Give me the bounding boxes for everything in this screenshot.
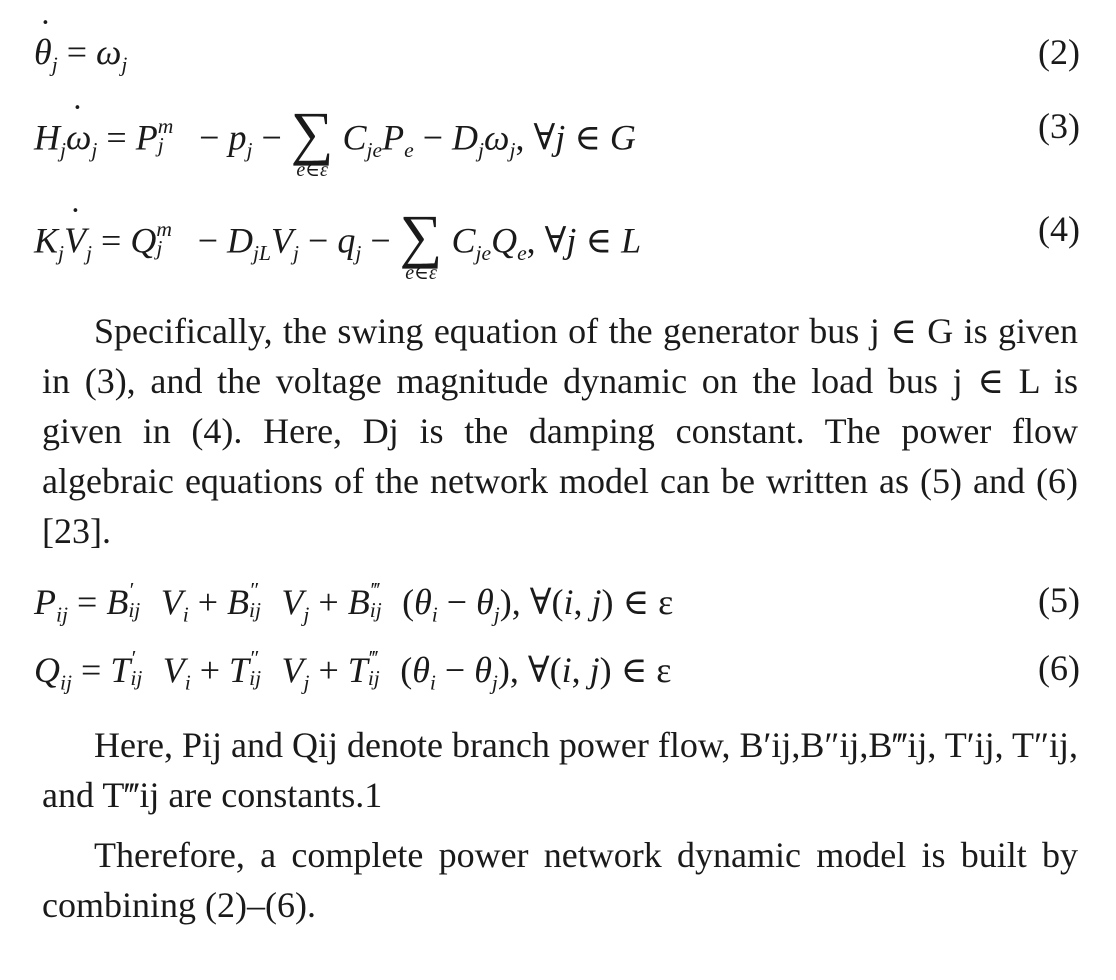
equation-number: (5) [1038, 580, 1080, 620]
paragraph-2: Here, Pij and Qij denote branch power fl… [42, 725, 1078, 815]
equation-3-body: Hjωj = Pmj − pj − ∑e∈ε CjePe − Djωj, ∀j … [34, 95, 636, 180]
equation-4: KjVj = Qmj − DjLVj − qj − ∑e∈ε CjeQe, ∀j… [34, 198, 1080, 287]
paragraph-1: Specifically, the swing equation of the … [42, 311, 1078, 551]
equation-4-body: KjVj = Qmj − DjLVj − qj − ∑e∈ε CjeQe, ∀j… [34, 198, 641, 283]
equation-3: Hjωj = Pmj − pj − ∑e∈ε CjePe − Djωj, ∀j … [34, 95, 1080, 184]
equation-number: (3) [1038, 106, 1080, 146]
summation: ∑e∈ε [399, 202, 443, 284]
equation-2-body: θj = ωj [34, 10, 127, 87]
summation: ∑e∈ε [290, 99, 334, 181]
equation-number: (2) [1038, 32, 1080, 72]
equation-2: θj = ωj (2) [34, 10, 1080, 87]
equation-number: (6) [1038, 648, 1080, 688]
equation-number: (4) [1038, 209, 1080, 249]
paragraph-3: Therefore, a complete power network dyna… [42, 835, 1078, 925]
